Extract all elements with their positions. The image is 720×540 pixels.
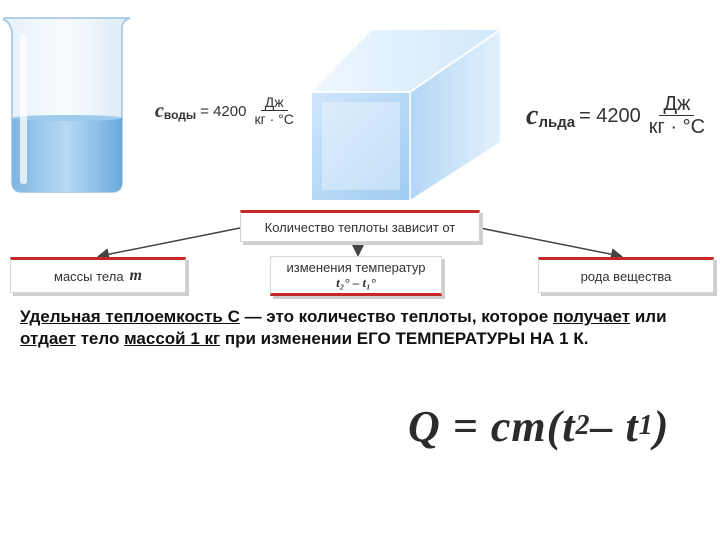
definition-text: при изменении ЕГО ТЕМПЕРАТУРЫ НА 1 К. (220, 329, 589, 348)
formula-lhs: Q = cm(t (408, 401, 576, 451)
ice-value: = 4200 (579, 104, 641, 127)
diagram-arrows (97, 227, 623, 261)
c-symbol: c (526, 100, 539, 131)
definition-text: тело (75, 329, 125, 348)
temperature-change-box: изменения температур t₂° – t₁° (270, 256, 442, 296)
specific-heat-definition: Удельная теплоемкость С — это количество… (20, 306, 700, 350)
heat-depends-on-box: Количество теплоты зависит от (240, 210, 480, 242)
definition-mass: массой 1 кг (124, 329, 221, 348)
ice-unit-fraction: Дж кг · °C (645, 93, 709, 139)
water-subscript: воды (163, 108, 197, 122)
ice-specific-heat-formula: c льда = 4200 Дж кг · °C (526, 86, 709, 146)
substance-label: рода вещества (580, 268, 672, 284)
ice-cube-image (312, 29, 501, 200)
unit-numerator: Дж (260, 95, 288, 111)
mass-box: массы тела m (10, 257, 186, 293)
arrow-to-substance (479, 227, 623, 261)
formula-sub-1: 1 (638, 410, 654, 441)
arrow-to-mass (97, 227, 241, 261)
water-unit-fraction: Дж кг · °C (250, 95, 297, 127)
ice-subscript: льда (538, 113, 576, 131)
temperature-change-formula: t₂° – t₁° (336, 275, 376, 290)
formula-sub-2: 2 (575, 410, 591, 441)
definition-term: Удельная теплоемкость С (20, 307, 240, 326)
water-beaker-image (3, 17, 131, 193)
formula-mid: – t (590, 401, 639, 451)
mass-label: массы тела (54, 268, 124, 284)
heat-depends-on-label: Количество теплоты зависит от (264, 219, 456, 235)
definition-gives: отдает (20, 329, 76, 348)
definition-receives: получает (552, 307, 631, 326)
definition-text: или (630, 307, 667, 326)
definition-text: — это количество теплоты, которое (239, 307, 553, 326)
mass-symbol: m (129, 267, 142, 284)
unit-denominator: кг · °C (648, 115, 706, 138)
formula-rhs: ) (653, 401, 670, 451)
unit-denominator: кг · °C (254, 110, 294, 127)
temperature-change-label: изменения температур (286, 260, 426, 275)
substance-box: рода вещества (538, 257, 714, 293)
water-specific-heat-formula: c воды = 4200 Дж кг · °C (155, 88, 298, 134)
water-value: = 4200 (200, 102, 247, 120)
unit-numerator: Дж (659, 93, 695, 116)
c-symbol: c (155, 99, 164, 122)
